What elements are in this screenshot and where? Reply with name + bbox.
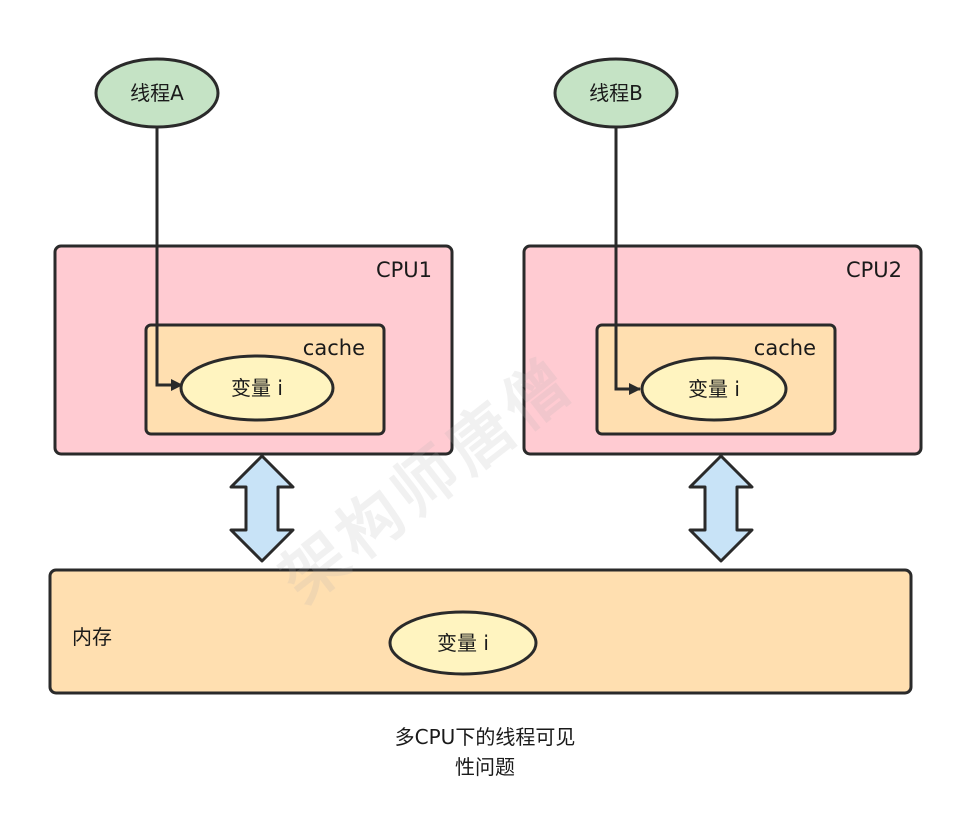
diagram-caption: 多CPU下的线程可见 性问题 [285,722,685,782]
thread-a-connector [155,127,183,391]
cpu2-memory-double-arrow [688,454,754,563]
thread-a-ellipse [94,57,220,129]
memory-variable-label: 变量 i [437,631,489,655]
cpu1-memory-double-arrow [229,454,295,563]
thread-b-ellipse [553,57,679,129]
caption-line-1: 多CPU下的线程可见 [394,725,576,749]
cpu2-cache-label: cache [754,336,816,360]
cpu2-label: CPU2 [846,258,902,282]
memory-variable-ellipse [388,610,538,676]
cpu1-variable-label: 变量 i [231,376,283,400]
cpu1-cache-label: cache [303,336,365,360]
caption-line-2: 性问题 [455,755,515,779]
cpu1-label: CPU1 [376,258,432,282]
memory-label: 内存 [72,625,112,649]
thread-b-label: 线程B [589,81,643,105]
cpu2-variable-label: 变量 i [688,377,740,401]
thread-b-connector [614,127,641,395]
thread-a-label: 线程A [130,81,184,105]
cpu2-variable-ellipse [640,356,788,422]
